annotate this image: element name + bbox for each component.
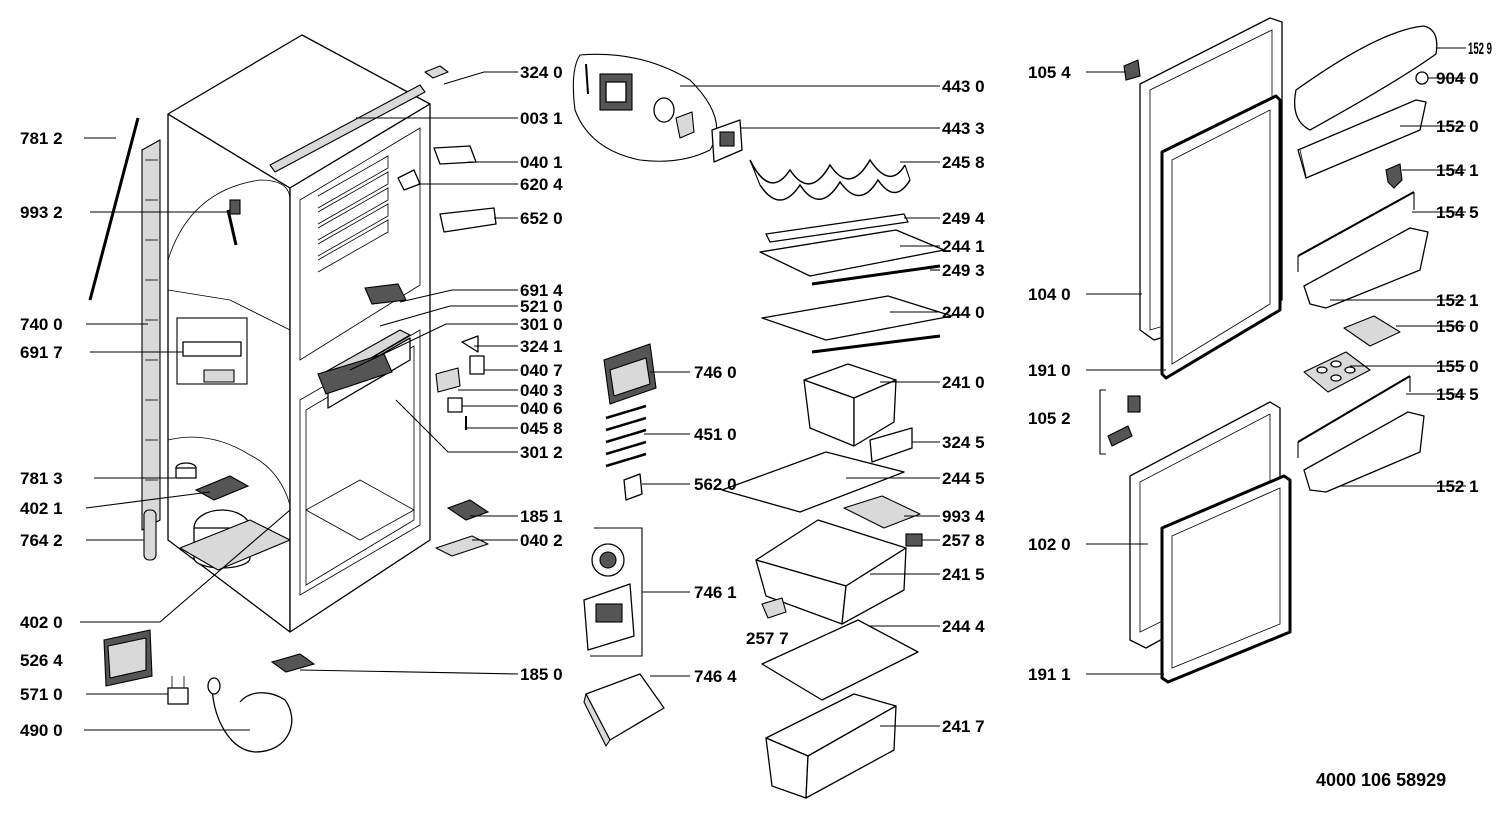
part-521-0: 521 0 — [520, 297, 563, 316]
document-number: 4000 106 58929 — [1316, 770, 1446, 790]
part-249-4: 249 4 — [942, 209, 985, 228]
part-257-7: 257 7 — [746, 629, 789, 648]
part-562-0: 562 0 — [694, 475, 737, 494]
part-443-3: 443 3 — [942, 119, 985, 138]
door-accessories-drawing — [1293, 25, 1438, 493]
part-244-0: 244 0 — [942, 303, 985, 322]
part-154-1: 154 1 — [1436, 161, 1479, 180]
part-244-1: 244 1 — [942, 237, 985, 256]
part-245-8: 245 8 — [942, 153, 985, 172]
part-105-2: 105 2 — [1028, 409, 1071, 428]
part-152-9: 152 9 — [1468, 39, 1492, 58]
part-003-1: 003 1 — [520, 109, 563, 128]
part-155-0: 155 0 — [1436, 357, 1479, 376]
part-490-0: 490 0 — [20, 721, 63, 740]
part-301-2: 301 2 — [520, 443, 563, 462]
part-402-1: 402 1 — [20, 499, 63, 518]
part-102-0: 102 0 — [1028, 535, 1071, 554]
part-781-3: 781 3 — [20, 469, 63, 488]
part-746-0: 746 0 — [694, 363, 737, 382]
part-040-7: 040 7 — [520, 361, 563, 380]
part-526-4: 526 4 — [20, 651, 63, 670]
part-249-3: 249 3 — [942, 261, 985, 280]
part-154-5-lower: 154 5 — [1436, 385, 1479, 404]
part-241-7: 241 7 — [942, 717, 985, 736]
part-324-0: 324 0 — [520, 63, 563, 82]
part-040-2: 040 2 — [520, 531, 563, 550]
part-045-8: 045 8 — [520, 419, 563, 438]
part-244-5: 244 5 — [942, 469, 985, 488]
part-781-2: 781 2 — [20, 129, 63, 148]
part-993-4: 993 4 — [942, 507, 985, 526]
part-301-0: 301 0 — [520, 315, 563, 334]
part-154-5-upper: 154 5 — [1436, 203, 1479, 222]
part-185-1: 185 1 — [520, 507, 563, 526]
part-993-2: 993 2 — [20, 203, 63, 222]
part-691-7: 691 7 — [20, 343, 63, 362]
part-040-6: 040 6 — [520, 399, 563, 418]
part-691-4: 691 4 — [520, 281, 563, 300]
part-652-0: 652 0 — [520, 209, 563, 228]
part-746-1: 746 1 — [694, 583, 737, 602]
part-241-5: 241 5 — [942, 565, 985, 584]
part-152-1-lower: 152 1 — [1436, 477, 1479, 496]
doors-drawing — [1099, 17, 1292, 684]
part-105-4: 105 4 — [1028, 63, 1071, 82]
part-152-0: 152 0 — [1436, 117, 1479, 136]
part-185-0: 185 0 — [520, 665, 563, 684]
part-904-0: 904 0 — [1436, 69, 1479, 88]
part-443-0: 443 0 — [942, 77, 985, 96]
leader-lines — [80, 47, 1466, 731]
part-740-0: 740 0 — [20, 315, 63, 334]
part-104-0: 104 0 — [1028, 285, 1071, 304]
part-620-4: 620 4 — [520, 175, 563, 194]
part-571-0: 571 0 — [20, 685, 63, 704]
middle-parts-drawing — [572, 53, 953, 799]
part-040-3: 040 3 — [520, 381, 563, 400]
part-324-5: 324 5 — [942, 433, 985, 452]
part-191-1: 191 1 — [1028, 665, 1071, 684]
part-451-0: 451 0 — [694, 425, 737, 444]
part-402-0: 402 0 — [20, 613, 63, 632]
part-241-0: 241 0 — [942, 373, 985, 392]
part-156-0: 156 0 — [1436, 317, 1479, 336]
part-labels: 324 0 003 1 040 1 620 4 652 0 691 4 521 … — [20, 39, 1492, 790]
part-764-2: 764 2 — [20, 531, 63, 550]
part-152-1-upper: 152 1 — [1436, 291, 1479, 310]
part-746-4: 746 4 — [694, 667, 737, 686]
part-191-0: 191 0 — [1028, 361, 1071, 380]
part-040-1: 040 1 — [520, 153, 563, 172]
part-324-1: 324 1 — [520, 337, 563, 356]
part-257-8: 257 8 — [942, 531, 985, 550]
part-244-4: 244 4 — [942, 617, 985, 636]
cabinet-drawing — [88, 34, 497, 753]
